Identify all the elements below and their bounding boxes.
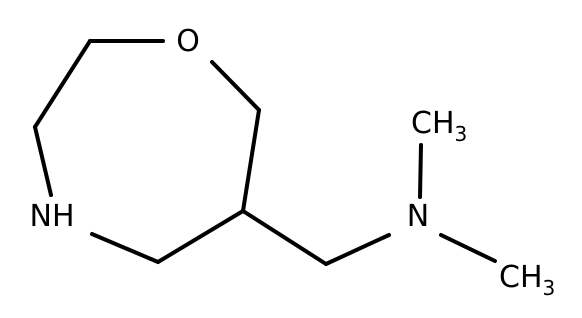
bond-n-methyl-bottom [439,233,497,263]
methyl-bottom-label: CH3 [499,260,555,300]
oxygen-label: O [176,24,200,59]
methyl-top-element: CH [411,106,455,141]
bond-c6-c7 [241,108,261,213]
bond-c2-c3 [33,39,92,129]
methyl-top-label: CH3 [411,106,467,146]
methyl-bottom-subscript: 3 [543,276,556,300]
bond-n-methyl-top [418,143,423,199]
methyl-bottom-element: CH [499,260,543,295]
methyl-top-subscript: 3 [455,122,468,146]
bond-n4-c5 [90,232,160,264]
bond-c5-c6 [156,209,245,264]
bond-c3-n4 [33,125,53,197]
bond-c6-ch2 [241,209,328,266]
ring-nh-label: NH [30,199,75,234]
bond-ch2-n [324,233,391,266]
bond-c7-o [210,60,261,112]
amine-n-label: N [407,199,429,234]
